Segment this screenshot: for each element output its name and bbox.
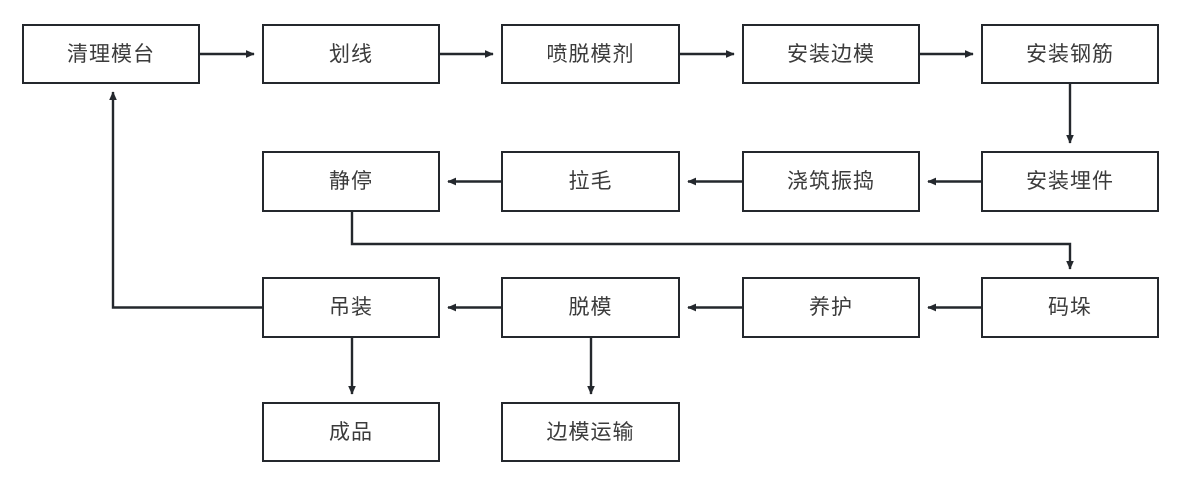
node-label: 静停	[329, 170, 373, 193]
node-label: 边模运输	[546, 420, 635, 444]
node-qinglimotai[interactable]: 清理模台	[22, 24, 200, 84]
node-label: 安装埋件	[1026, 170, 1114, 193]
node-label: 浇筑振捣	[787, 170, 875, 193]
node-label: 养护	[809, 296, 853, 319]
node-diaozhuang[interactable]: 吊装	[262, 277, 440, 338]
node-label: 成品	[329, 420, 373, 444]
node-tuomo[interactable]: 脱模	[501, 277, 680, 338]
node-label: 清理模台	[67, 42, 155, 66]
node-anzhuanggangjin[interactable]: 安装钢筋	[981, 24, 1159, 84]
node-label: 拉毛	[568, 170, 613, 193]
node-bianmoyunshu[interactable]: 边模运输	[501, 402, 680, 462]
node-jingting[interactable]: 静停	[262, 151, 440, 212]
node-huaxian[interactable]: 划线	[262, 24, 440, 84]
node-anzhuangbianmo[interactable]: 安装边模	[742, 24, 920, 84]
node-chengpin[interactable]: 成品	[262, 402, 440, 462]
node-jiaozhuzhendao[interactable]: 浇筑振捣	[742, 151, 920, 212]
node-label: 安装边模	[787, 42, 875, 66]
node-anzhuangmaijian[interactable]: 安装埋件	[981, 151, 1159, 212]
node-pentuomoji[interactable]: 喷脱模剂	[501, 24, 680, 84]
node-label: 脱模	[568, 296, 613, 319]
node-label: 划线	[329, 42, 373, 66]
node-label: 喷脱模剂	[546, 42, 635, 66]
node-lamao[interactable]: 拉毛	[501, 151, 680, 212]
edge-diaozhuang-to-qinglimotai-feedback	[109, 91, 262, 309]
node-label: 码垛	[1048, 296, 1092, 319]
node-label: 吊装	[329, 296, 373, 319]
node-yanghu[interactable]: 养护	[742, 277, 920, 338]
edge-jingting-to-maduo	[350, 212, 1074, 270]
node-label: 安装钢筋	[1026, 42, 1114, 66]
node-maduo[interactable]: 码垛	[981, 277, 1159, 338]
